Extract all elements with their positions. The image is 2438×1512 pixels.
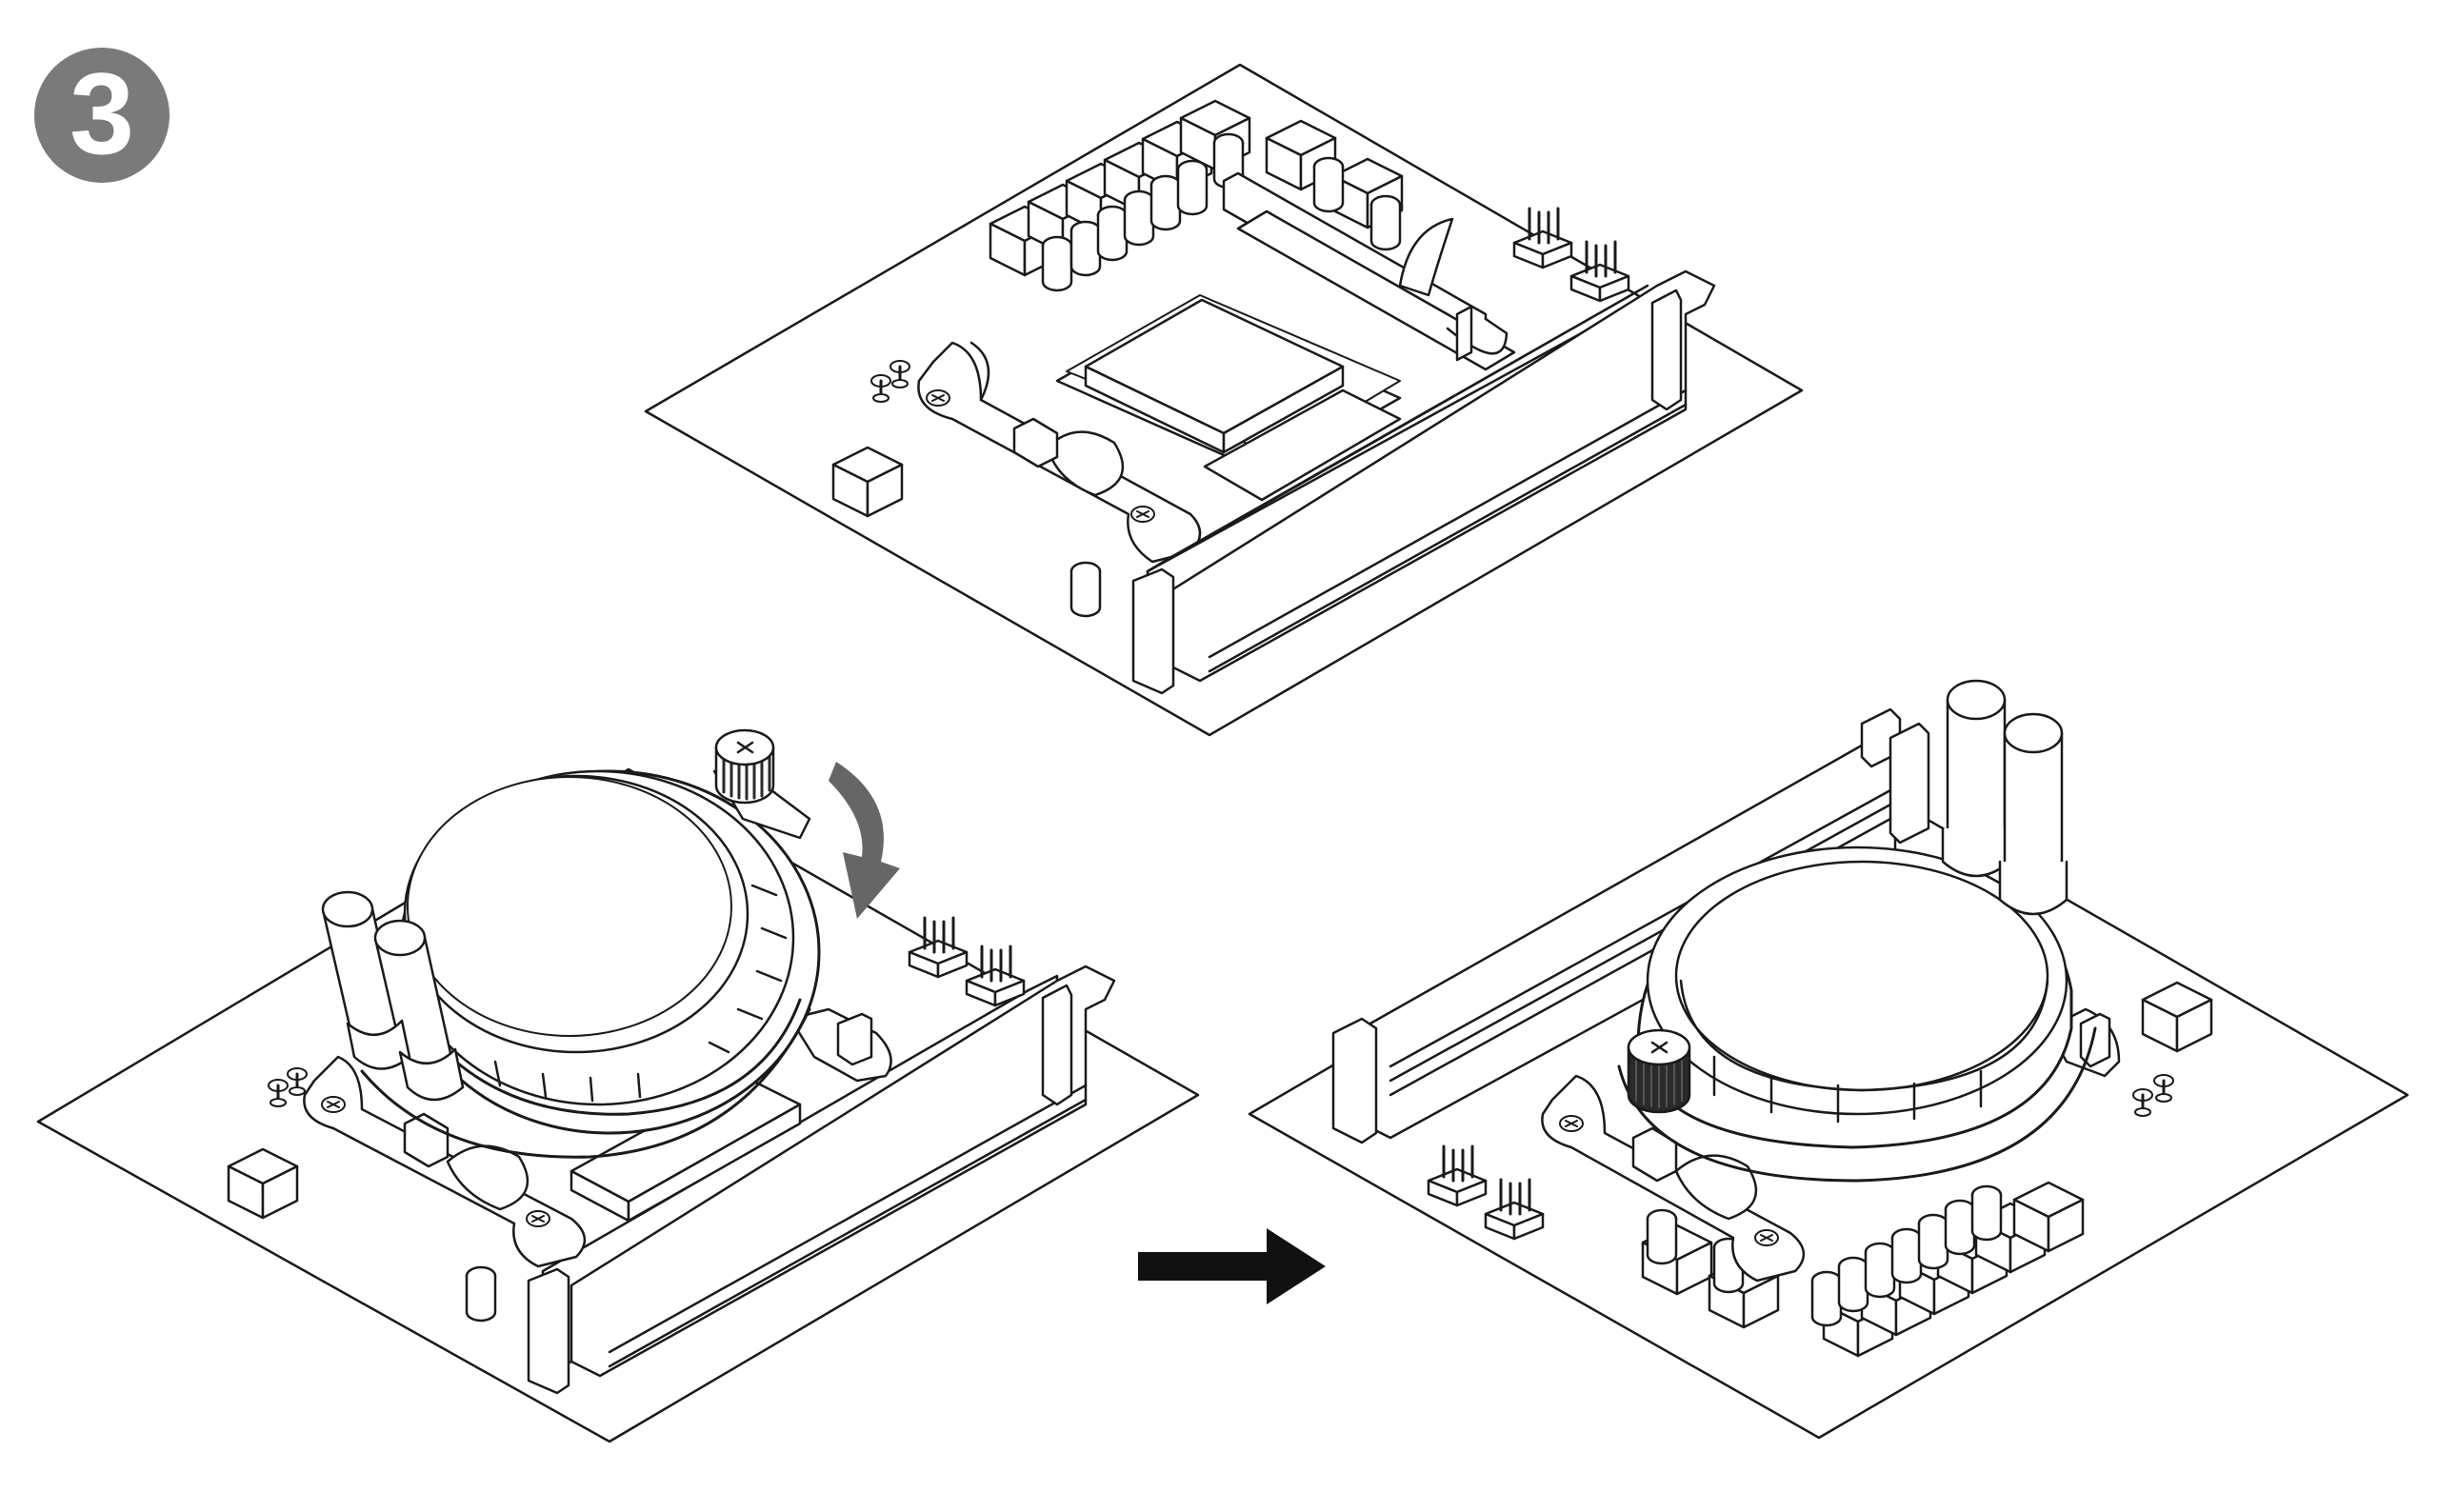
capacitor-left	[465, 1265, 497, 1323]
ram-slots-left	[527, 965, 1116, 1395]
pump-head-right	[1617, 846, 2097, 1183]
capacitor-top	[1069, 561, 1102, 618]
ram-slots-top	[1131, 269, 1716, 695]
thumb-screw-left	[712, 728, 811, 840]
step-number: 3	[70, 49, 134, 178]
motherboard-right	[1248, 679, 2409, 1440]
rotate-arrow-icon	[829, 762, 900, 919]
pump-head-left	[360, 769, 821, 1159]
front-bracket-left	[303, 1055, 586, 1268]
front-bracket-right	[1541, 1074, 1805, 1283]
tubes-right	[1941, 679, 2068, 916]
step-number-badge: 3	[34, 48, 170, 183]
next-step-arrow-icon	[1138, 1228, 1326, 1304]
cpu-socket-top	[1055, 294, 1402, 502]
retention-clip-left	[789, 1007, 892, 1083]
rear-bracket-top	[1222, 171, 1516, 371]
tubes-left	[321, 890, 465, 1102]
thumb-screw-right	[1627, 1028, 1691, 1114]
motherboard-left	[36, 728, 1200, 1443]
motherboard-top	[644, 63, 1804, 737]
